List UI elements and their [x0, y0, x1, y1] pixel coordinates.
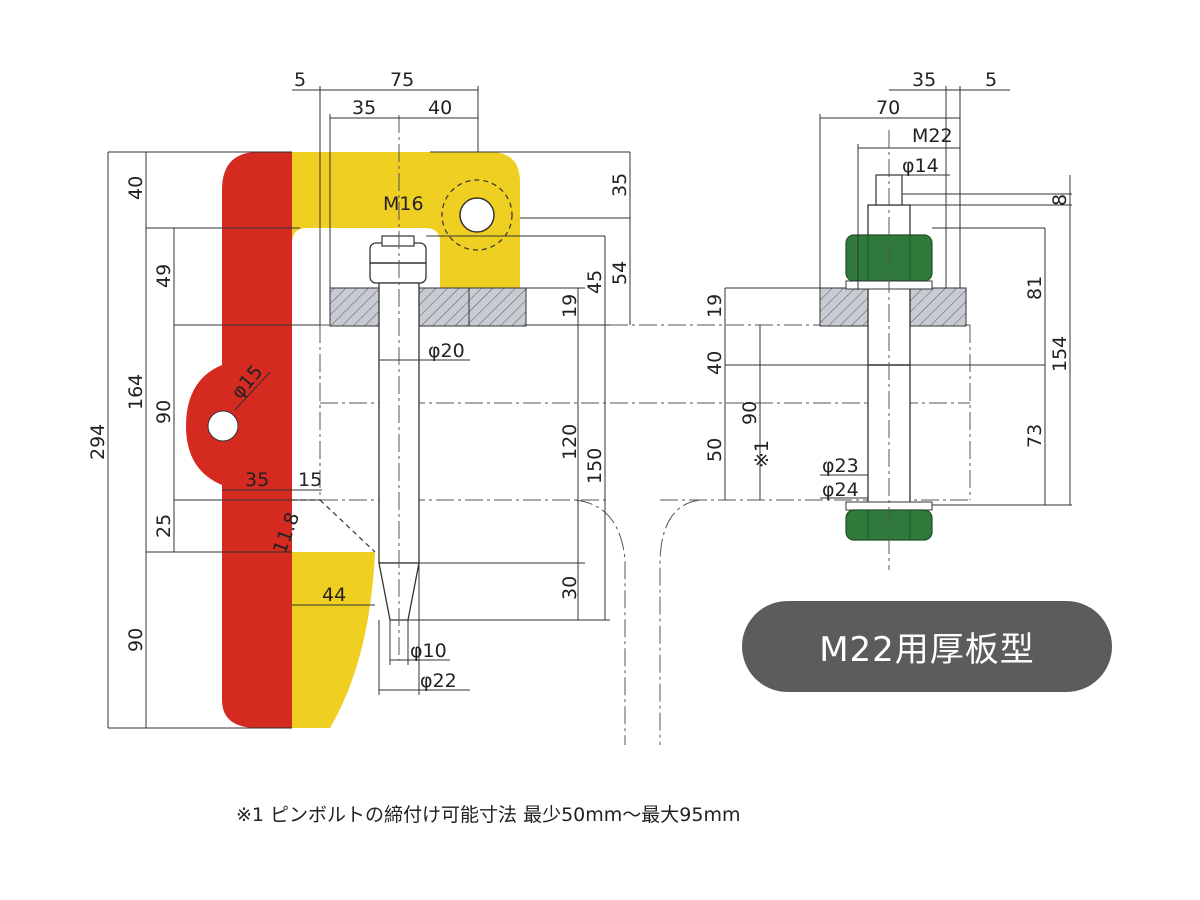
upper-arm — [292, 152, 520, 288]
label-side-dia-24: φ24 — [822, 479, 859, 501]
dim-bottom-90: 90 — [125, 628, 147, 652]
dim-150: 150 — [584, 448, 606, 484]
dim-side-19: 19 — [704, 294, 726, 318]
clamp-body — [186, 152, 292, 728]
dim-19-left: 19 — [559, 294, 581, 318]
dim-side-90: 90 — [739, 401, 761, 425]
dim-side-73: 73 — [1024, 424, 1046, 448]
dim-side-35: 35 — [912, 69, 936, 91]
dim-side-70: 70 — [876, 97, 900, 119]
dim-jaw-depth: 44 — [322, 584, 346, 606]
dim-side-50: 50 — [704, 438, 726, 462]
dim-right-width: 40 — [428, 97, 452, 119]
dim-45: 45 — [584, 270, 606, 294]
dim-overall-height: 294 — [87, 424, 109, 460]
dim-gap: 5 — [294, 69, 306, 91]
right-view: 35 5 70 M22 φ14 8 81 154 73 19 40 90 50 … — [704, 69, 1072, 570]
label-cone-dia: φ22 — [420, 670, 457, 692]
dim-30: 30 — [559, 576, 581, 600]
label-side-dia-23: φ23 — [822, 455, 859, 477]
dim-side-40: 40 — [704, 351, 726, 375]
label-side-pin-dia: φ14 — [902, 155, 939, 177]
label-side-thread: M22 — [912, 125, 953, 147]
note-marker: ※1 — [751, 440, 773, 468]
dim-25: 25 — [153, 514, 175, 538]
model-badge: M22用厚板型 — [742, 601, 1112, 692]
pin-hole — [459, 197, 495, 233]
dim-width-35: 35 — [245, 469, 269, 491]
left-view: 5 75 35 40 M16 φ20 φ10 φ22 44 35 15 φ15 … — [87, 69, 971, 745]
dim-90-mid: 90 — [153, 400, 175, 424]
dim-total-width: 75 — [390, 69, 414, 91]
dim-side-8: 8 — [1049, 194, 1071, 206]
dim-35-right: 35 — [609, 173, 631, 197]
footnote-text: ※1 ピンボルトの締付け可能寸法 最少50mm～最大95mm — [236, 804, 741, 826]
lower-jaw — [292, 552, 375, 728]
dim-120: 120 — [559, 424, 581, 460]
dim-side-5: 5 — [985, 69, 997, 91]
label-tip-dia: φ10 — [410, 640, 447, 662]
dim-top-40: 40 — [125, 176, 147, 200]
dim-left-width: 35 — [352, 97, 376, 119]
dim-side-81: 81 — [1024, 276, 1046, 300]
dim-upper-164: 164 — [125, 374, 147, 410]
label-shank-dia: φ20 — [428, 340, 465, 362]
hanging-hole — [207, 410, 239, 442]
dim-width-15: 15 — [298, 469, 322, 491]
dim-54: 54 — [609, 261, 631, 285]
dim-49: 49 — [153, 264, 175, 288]
label-bolt-thread: M16 — [383, 193, 424, 215]
dim-side-154: 154 — [1049, 336, 1071, 372]
